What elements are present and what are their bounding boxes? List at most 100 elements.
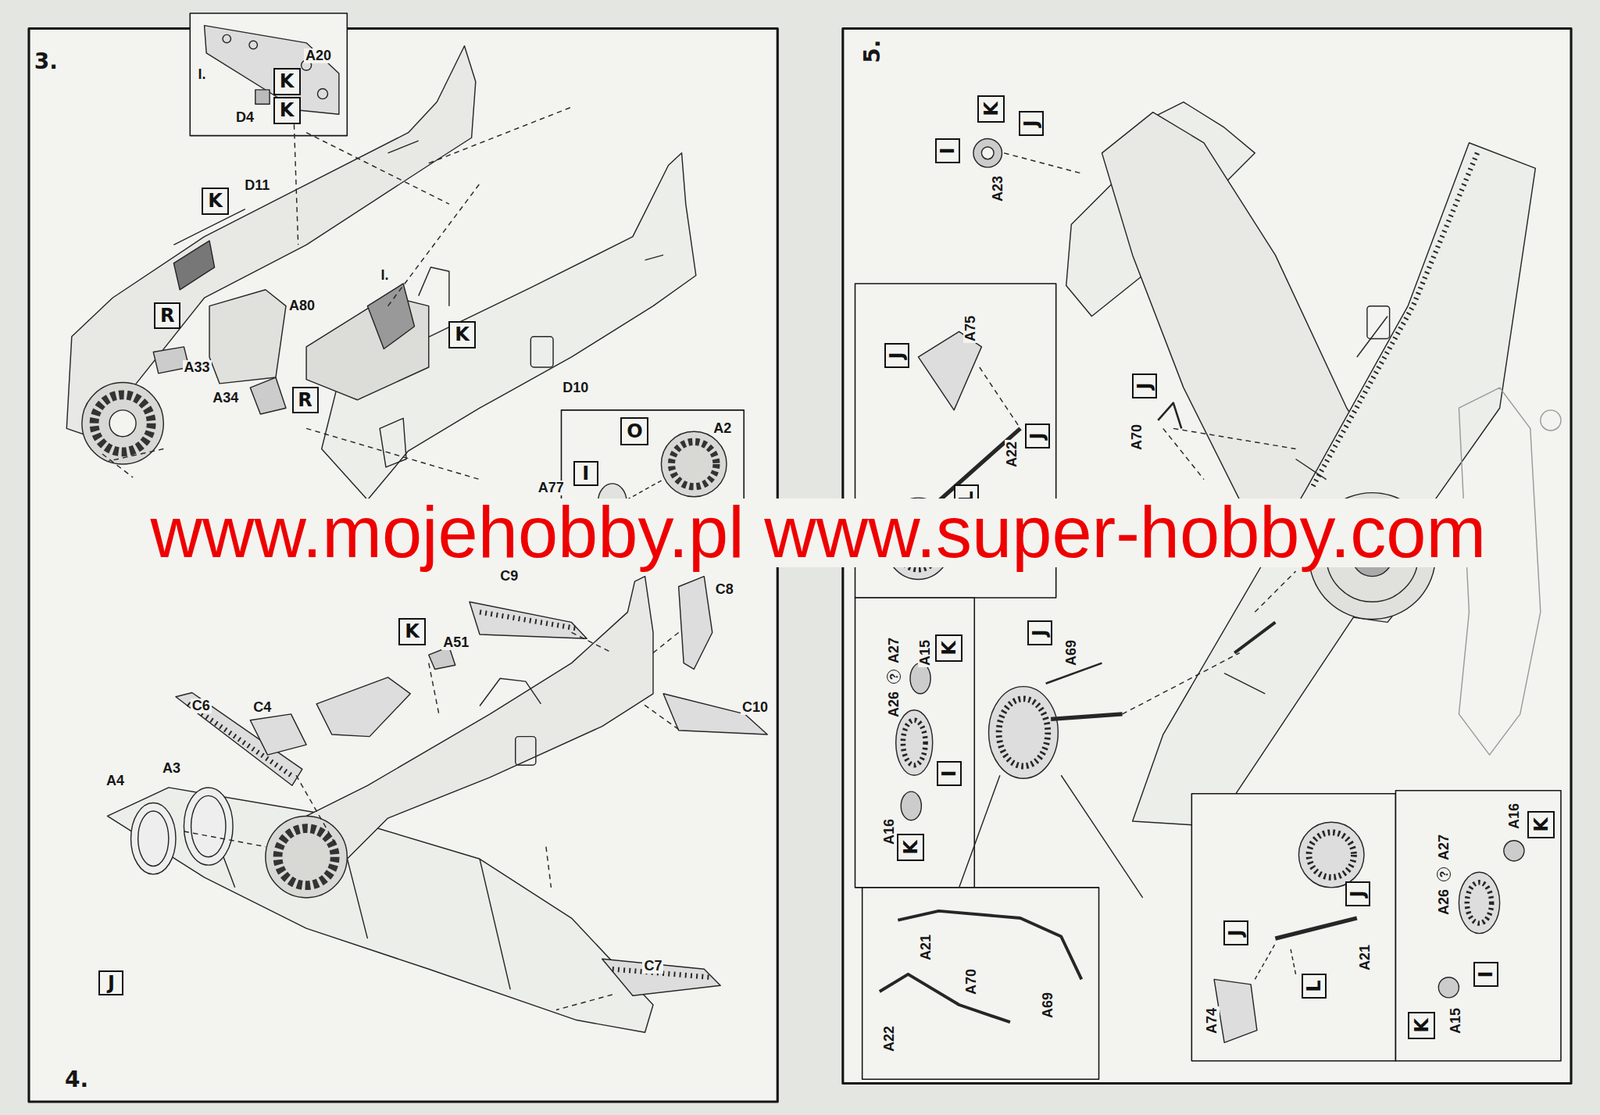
- label-holder: D4: [234, 110, 256, 125]
- label-holder: A4: [104, 773, 126, 789]
- part-number: A51: [441, 635, 471, 650]
- label-holder: A27: [886, 635, 902, 665]
- part-letter-box: K: [448, 321, 476, 349]
- tyre: [1458, 871, 1500, 933]
- label-holder: A27: [1436, 832, 1452, 862]
- panel-hole: [249, 40, 258, 49]
- part-letter-box: K: [398, 617, 426, 646]
- small-part: [255, 89, 270, 104]
- engine: [265, 815, 347, 897]
- part-number: I.: [196, 67, 208, 83]
- engine-cylinders: [94, 394, 152, 452]
- label-holder: A21: [919, 932, 935, 962]
- label-holder: C8: [714, 582, 736, 597]
- inset-frame: [1395, 790, 1561, 1061]
- part-letter-box: K: [896, 833, 925, 861]
- part-letter: J: [1348, 890, 1368, 898]
- part-number: C9: [498, 568, 520, 584]
- leader-line: [1122, 428, 1297, 715]
- label-holder: ?: [1436, 867, 1451, 882]
- label-holder: A2: [711, 421, 733, 436]
- label-holder: C10: [740, 700, 770, 715]
- part-number: A22: [1004, 439, 1020, 469]
- part-number: A70: [1129, 421, 1145, 451]
- label-holder: A75: [963, 314, 979, 343]
- part-letter-box: I: [1473, 961, 1499, 987]
- small-part: [1157, 403, 1182, 429]
- wheel-hub: [981, 146, 994, 160]
- label-holder: A33: [182, 360, 212, 375]
- part-letter-box: K: [1407, 1011, 1436, 1040]
- label-holder: A21: [1357, 942, 1373, 972]
- pilot-seat: [367, 283, 415, 350]
- instrument-panel-part: [204, 25, 340, 115]
- access-panel: [530, 336, 554, 368]
- leader-line: [1254, 943, 1296, 980]
- part-letter: J: [1021, 120, 1041, 128]
- side-view-aircraft: [1458, 387, 1540, 755]
- panel-part: [316, 677, 411, 737]
- part-number: A2: [711, 421, 733, 436]
- cowl-ring: [191, 795, 226, 857]
- label-holder: A26: [886, 689, 902, 719]
- wing-hatching: [1310, 153, 1478, 490]
- label-holder: A15: [1448, 1006, 1464, 1036]
- gear-strut: [928, 428, 1022, 510]
- label-holder: A69: [1064, 638, 1079, 668]
- part-letter-box: O: [620, 417, 649, 446]
- part-letter: K: [981, 101, 1000, 117]
- cowl-ring: [183, 787, 233, 865]
- part-letter-box: I: [936, 760, 962, 786]
- part-letter: I: [582, 464, 590, 483]
- part-letter-box: K: [1527, 810, 1555, 839]
- part-letter-box: K: [935, 634, 963, 662]
- part-letter-box: J: [1025, 423, 1050, 449]
- part-letter-box: J: [1223, 920, 1249, 946]
- label-holder: C6: [190, 698, 212, 714]
- part-letter-box: J: [1027, 620, 1053, 646]
- part-number: I.: [378, 267, 390, 283]
- label-holder: A77: [536, 480, 566, 496]
- label-holder: A15: [917, 638, 933, 668]
- alternative-symbol: ?: [886, 669, 901, 684]
- small-part: [250, 377, 286, 415]
- gear-door: [917, 331, 982, 411]
- part-number: A26: [886, 689, 902, 719]
- part-letter: K: [454, 325, 470, 344]
- part-number: A34: [210, 390, 240, 406]
- part-number: A4: [104, 773, 126, 789]
- label-holder: I.: [196, 67, 208, 83]
- access-panel: [1367, 306, 1390, 340]
- part-letter-box: R: [153, 302, 181, 329]
- drawing: [28, 13, 1572, 1102]
- label-holder: A16: [1507, 801, 1522, 831]
- part-letter: J: [1226, 928, 1246, 936]
- part-number: A16: [882, 817, 898, 847]
- label-holder: A34: [210, 390, 240, 406]
- inset-frame: [862, 887, 1100, 1079]
- wing: [1132, 142, 1536, 827]
- leader-line: [183, 632, 679, 1010]
- engine-cylinders: [278, 828, 336, 886]
- part-number: D10: [560, 380, 590, 396]
- part-letter: J: [1135, 382, 1154, 390]
- cowl-ring: [131, 802, 176, 874]
- main-wheel: [1298, 821, 1365, 888]
- part-number: A21: [1357, 942, 1373, 972]
- part-letter-box: L: [1301, 973, 1327, 999]
- part-number: A23: [990, 174, 1006, 204]
- part-number: A27: [1436, 832, 1452, 862]
- part-letter: J: [1028, 432, 1047, 440]
- part-letter: I: [939, 770, 959, 778]
- part-number: C8: [714, 582, 736, 597]
- label-holder: A22: [882, 1024, 898, 1054]
- label-holder: A22: [1004, 439, 1020, 469]
- label-holder: A3: [160, 760, 183, 776]
- part-number: A15: [1448, 1006, 1464, 1036]
- tailplane: [469, 601, 587, 639]
- part-number: A69: [1064, 638, 1079, 668]
- tyre-tread: [903, 720, 926, 765]
- part-number: A22: [882, 1024, 898, 1054]
- label-holder: www.mojehobby.pl www.super-hobby.com: [147, 498, 1490, 567]
